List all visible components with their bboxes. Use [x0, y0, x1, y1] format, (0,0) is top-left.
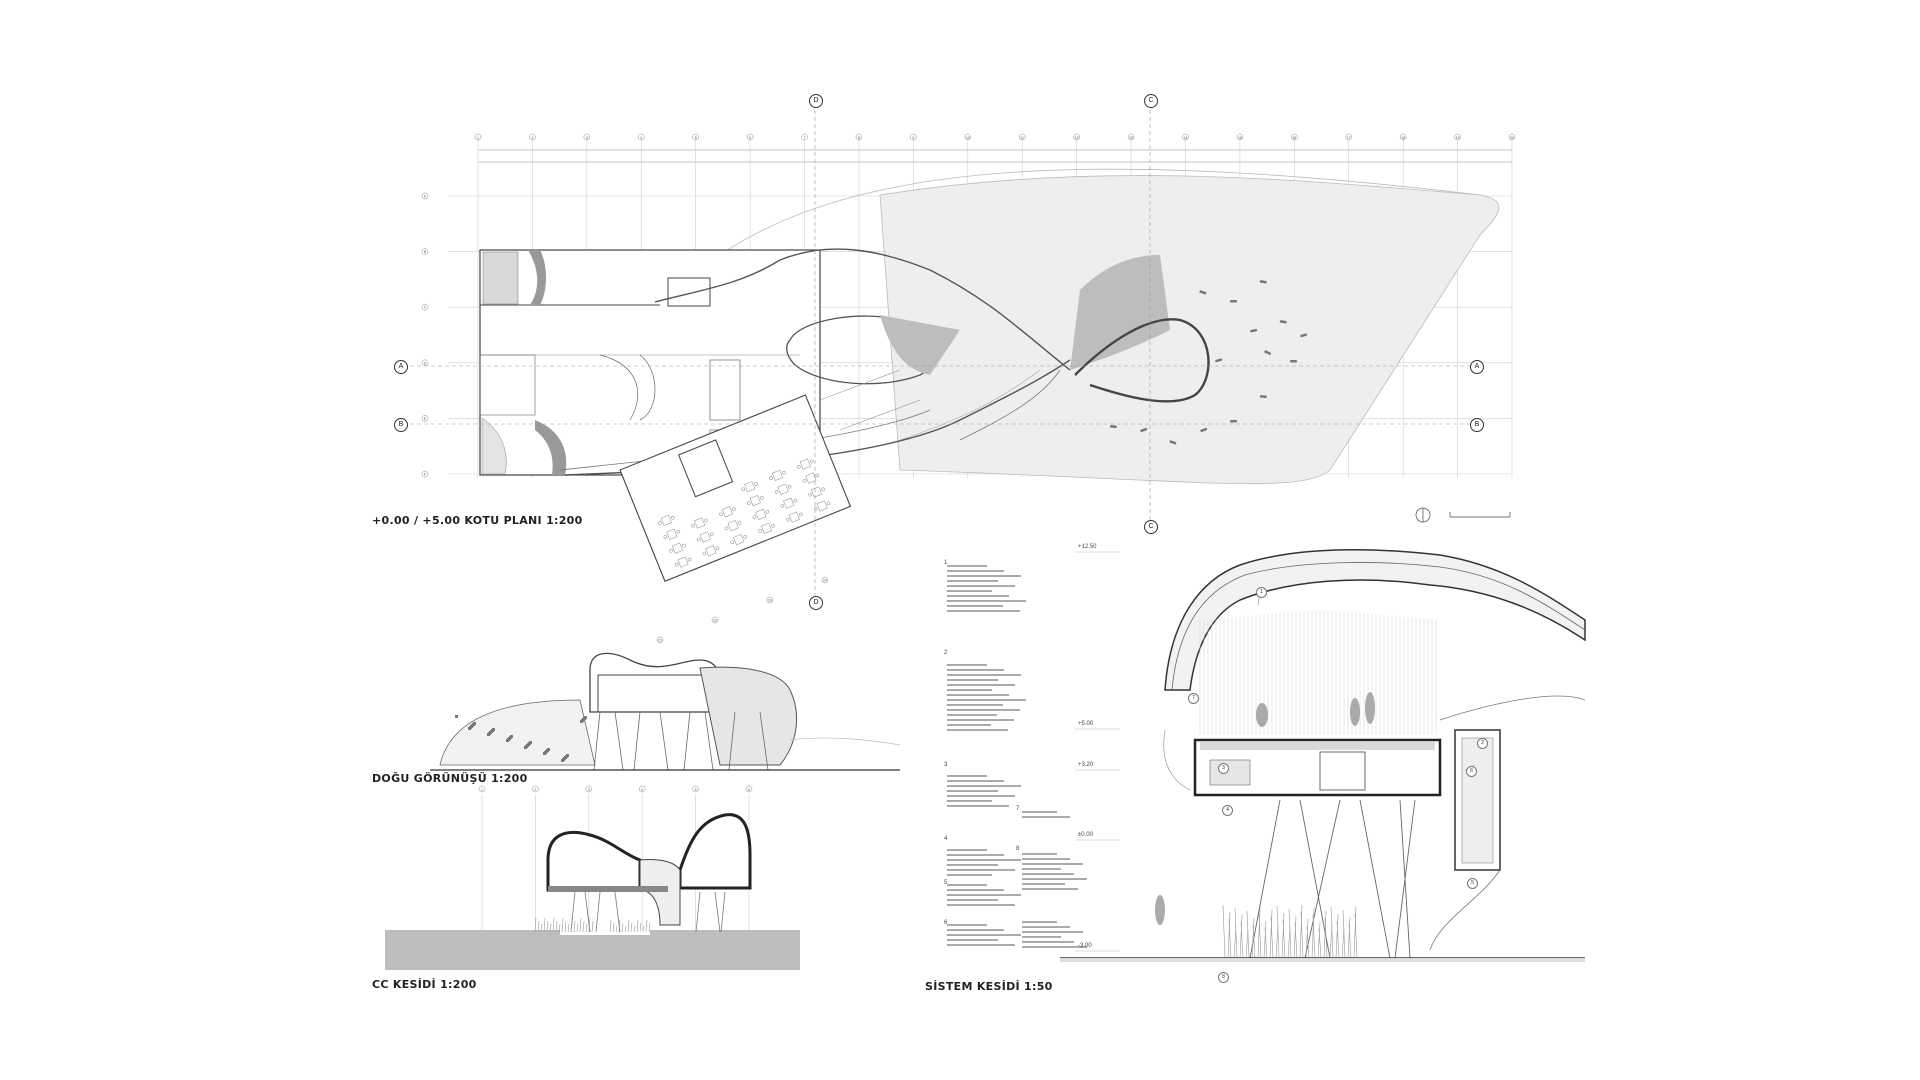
grid-angled-label: 22: [713, 619, 717, 623]
curved-wall-top: [528, 250, 546, 305]
grid-column-label: 11: [1020, 136, 1024, 140]
grid-row-label: E: [424, 417, 427, 421]
plan-dimension-line: [478, 149, 1512, 163]
section-marker: A: [1470, 360, 1484, 374]
grid-row-label: C: [424, 306, 427, 310]
level-label: +3.20: [1078, 762, 1094, 768]
system-section-title: SİSTEM KESİDİ 1:50: [925, 980, 1053, 993]
north-arrow: [1415, 507, 1431, 523]
detail-number: 5: [944, 880, 948, 886]
section-callout: 2: [1477, 738, 1488, 749]
section-callout: 8: [1218, 972, 1229, 983]
detail-number: 7: [1016, 806, 1020, 812]
grid-column-label: 19: [1456, 136, 1460, 140]
grid-column-label: 17: [1347, 136, 1351, 140]
cafe-wing-extension: [819, 369, 921, 431]
right-loop: [1074, 318, 1210, 403]
grey-fill-2: [1070, 255, 1170, 370]
section-marker: A: [394, 360, 408, 374]
ribbon-wall-1: [654, 248, 1071, 371]
grid-column-label: 10: [966, 136, 970, 140]
landscape-outline: [879, 175, 1500, 485]
grid-column-label: 7: [804, 136, 806, 140]
section-callout: 6: [1466, 766, 1477, 777]
grid-column-label: 15: [1238, 136, 1242, 140]
grid-angled-label: 23: [768, 599, 772, 603]
level-label: +5.00: [1078, 721, 1094, 727]
section-callout: 4: [1222, 805, 1233, 816]
outer-curve: [719, 168, 1481, 256]
section-marker: B: [1470, 418, 1484, 432]
detail-number: 2: [944, 650, 948, 656]
grid-column-label: 14: [1184, 136, 1188, 140]
grid-column-label: 5: [695, 136, 697, 140]
grid-column-label: 1: [477, 136, 479, 140]
level-label: ±0.00: [1078, 832, 1093, 838]
east-elevation-title: DOĞU GÖRÜNÜŞÜ 1:200: [372, 772, 528, 785]
detail-number: 1: [944, 560, 948, 566]
grid-column-label: 12: [1075, 136, 1079, 140]
detail-number: 3: [944, 762, 948, 768]
plan-furniture: [1109, 280, 1308, 445]
grid-column-label: 3: [586, 136, 588, 140]
curved-wall-bottom: [535, 420, 567, 475]
cafe-wing: [619, 394, 852, 582]
section-cut-lines: [410, 110, 1480, 600]
cc-section-title: CC KESİDİ 1:200: [372, 978, 477, 991]
section-callout: 3: [1218, 763, 1229, 774]
section-marker: D: [809, 94, 823, 108]
section-marker: C: [1144, 520, 1158, 534]
grid-column-label: 8: [858, 136, 860, 140]
grid-angled-label: 21: [658, 639, 662, 643]
detail-number: 4: [944, 836, 948, 842]
stair-hatch: [482, 251, 519, 305]
level-label: +12.50: [1078, 544, 1097, 550]
grey-fill-1: [880, 315, 960, 375]
detail-number: 6: [944, 920, 948, 926]
grid-column-label: 4: [640, 136, 642, 140]
grid-column-label: 2: [531, 136, 533, 140]
section-callout: 7: [1188, 693, 1199, 704]
section-marker: C: [1144, 94, 1158, 108]
detail-number: 8: [1016, 846, 1020, 852]
grid-column-label: 18: [1401, 136, 1405, 140]
grid-column-label: 20: [1510, 136, 1514, 140]
plan-title: +0.00 / +5.00 KOTU PLANI 1:200: [372, 514, 583, 527]
grid-column-label: 9: [912, 136, 914, 140]
grid-row-label: A: [424, 195, 427, 199]
level-label: -3.00: [1078, 943, 1092, 949]
grid-row-label: B: [424, 250, 427, 254]
section-marker: D: [809, 596, 823, 610]
grid-column-label: 13: [1129, 136, 1133, 140]
grid-column-label: 16: [1292, 136, 1296, 140]
grid-row-label: D: [424, 361, 427, 365]
grid-row-label: F: [424, 473, 426, 477]
grid-column-label: 6: [749, 136, 751, 140]
scale-bar: [1449, 512, 1511, 518]
section-callout: 1: [1256, 587, 1267, 598]
grid-angled-label: 24: [823, 579, 827, 583]
section-callout: 5: [1467, 878, 1478, 889]
section-marker: B: [394, 418, 408, 432]
